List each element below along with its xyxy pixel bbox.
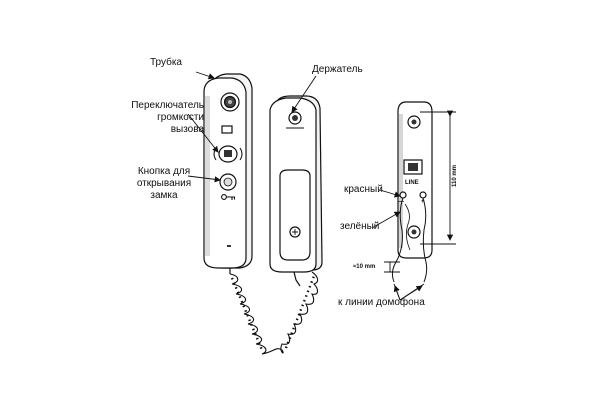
coiled-cord-shade — [230, 275, 316, 351]
label-unlock-button-line1: Кнопка для — [137, 166, 191, 177]
handset-side-shade — [205, 96, 210, 256]
dimension-10mm — [384, 261, 400, 273]
holder-unit — [269, 95, 323, 287]
label-clearance: ≈10 mm — [353, 264, 376, 270]
label-polarity-plus: + — [421, 199, 425, 205]
label-line-terminal: LINE — [405, 180, 419, 186]
label-red-wire: красный — [344, 184, 383, 195]
hook-switch-icon — [289, 226, 301, 238]
terminal-left — [399, 191, 407, 199]
wire-green — [422, 197, 428, 283]
wire-inner — [404, 203, 411, 251]
handset-body — [203, 77, 247, 269]
label-volume-switch-line2: громкости — [157, 112, 204, 123]
terminal-right — [419, 191, 427, 199]
label-handset: Трубка — [150, 57, 182, 68]
back-view-body — [397, 101, 433, 259]
label-unlock-button: Кнопка для открывания замка — [132, 166, 196, 202]
leader-holder — [291, 75, 317, 113]
speaker-icon — [220, 92, 240, 112]
label-green-wire: зелёный — [340, 221, 380, 232]
leader-green — [371, 211, 401, 229]
handset-label-plate — [221, 125, 233, 134]
dimension-110mm — [420, 110, 456, 245]
label-holder: Держатель — [312, 64, 363, 75]
label-volume-switch-line1: Переключатель — [131, 100, 204, 111]
leader-red — [379, 189, 401, 198]
leader-intercom-arrow-left — [393, 285, 401, 301]
microphone-slot — [227, 245, 231, 247]
mount-hole-top-icon — [407, 115, 421, 129]
label-polarity-minus: — — [398, 199, 404, 205]
label-height: 110 mm — [452, 164, 458, 188]
leader-handset — [195, 71, 215, 80]
holder-cradle — [279, 169, 311, 261]
key-icon — [221, 194, 236, 200]
handset-coiled-cord — [229, 271, 319, 355]
bell-icon — [213, 145, 243, 163]
leader-intercom-arrow-right — [399, 285, 423, 301]
holder-cable-stub — [293, 271, 301, 287]
label-unlock-button-line3: замка — [150, 190, 178, 201]
label-volume-switch: Переключатель громкости вызова — [112, 100, 204, 136]
label-unlock-button-line2: открывания — [136, 178, 192, 189]
label-intercom-line: к линии домофона — [338, 297, 425, 308]
leader-volume-switch — [187, 113, 219, 153]
leader-lines — [187, 71, 425, 301]
mount-hole-bottom-icon — [407, 225, 421, 239]
magnet-icon — [288, 111, 302, 125]
holder-back-view — [391, 101, 433, 283]
leader-unlock-button — [187, 175, 221, 183]
back-view-side-shade — [399, 114, 403, 248]
handset-unit — [203, 73, 253, 274]
label-volume-switch-line3: вызова — [170, 124, 204, 135]
